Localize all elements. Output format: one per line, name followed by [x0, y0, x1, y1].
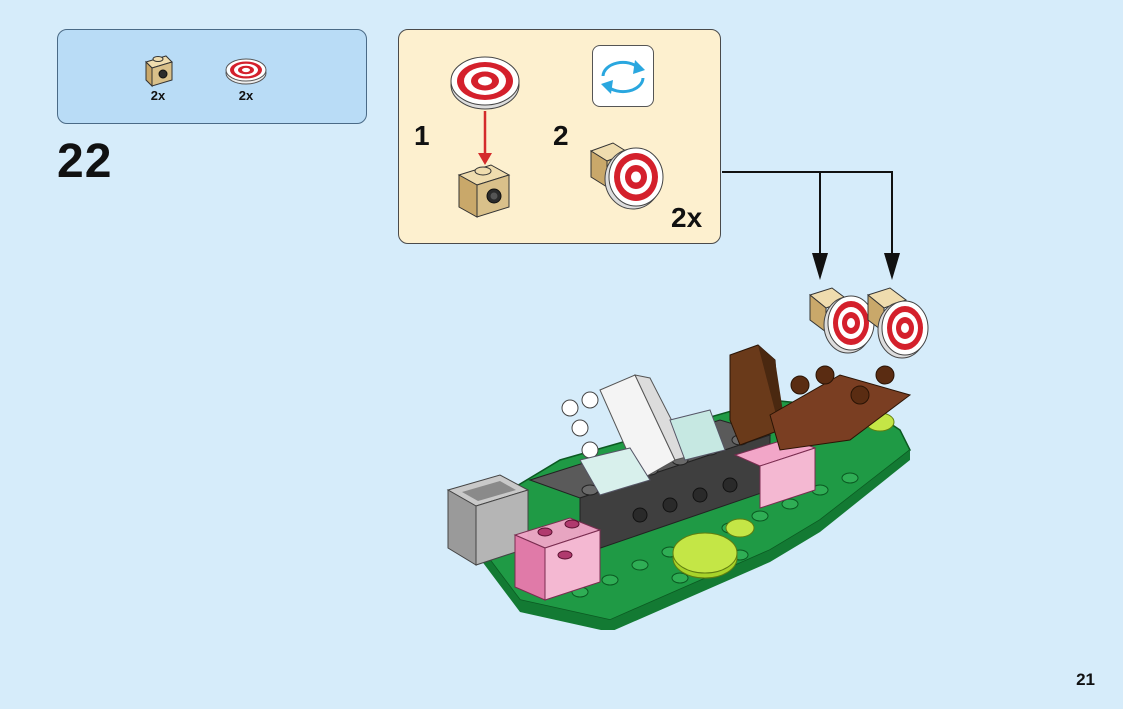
step-number: 22: [57, 135, 113, 188]
round-target-tile-icon: [225, 58, 267, 85]
parts-item-quantity: 2x: [238, 88, 254, 103]
tan-brick-with-stud-icon: [145, 55, 173, 88]
substep-1-illustration: [450, 56, 520, 218]
substep-2-illustration: [589, 142, 664, 210]
substep-callout-box: 1 2 2x: [398, 29, 721, 244]
page-number: 21: [1076, 670, 1095, 689]
substep-2-quantity: 2x: [671, 202, 703, 233]
model-target-left: [808, 287, 875, 354]
model-target-right: [866, 287, 929, 359]
rotate-model-icon: [601, 60, 645, 94]
assembled-model-illustration: [446, 287, 929, 630]
substep-2-number: 2: [553, 120, 569, 151]
parts-item-quantity: 2x: [150, 88, 166, 103]
callout-connector-arrows: [722, 171, 900, 280]
parts-list-box: 2x 2x: [57, 29, 367, 124]
parts-item-target-tile: 2x: [216, 48, 276, 103]
substep-1-number: 1: [414, 120, 430, 151]
parts-item-tan-brick: 2x: [128, 48, 188, 103]
rotate-model-indicator: [592, 45, 654, 107]
